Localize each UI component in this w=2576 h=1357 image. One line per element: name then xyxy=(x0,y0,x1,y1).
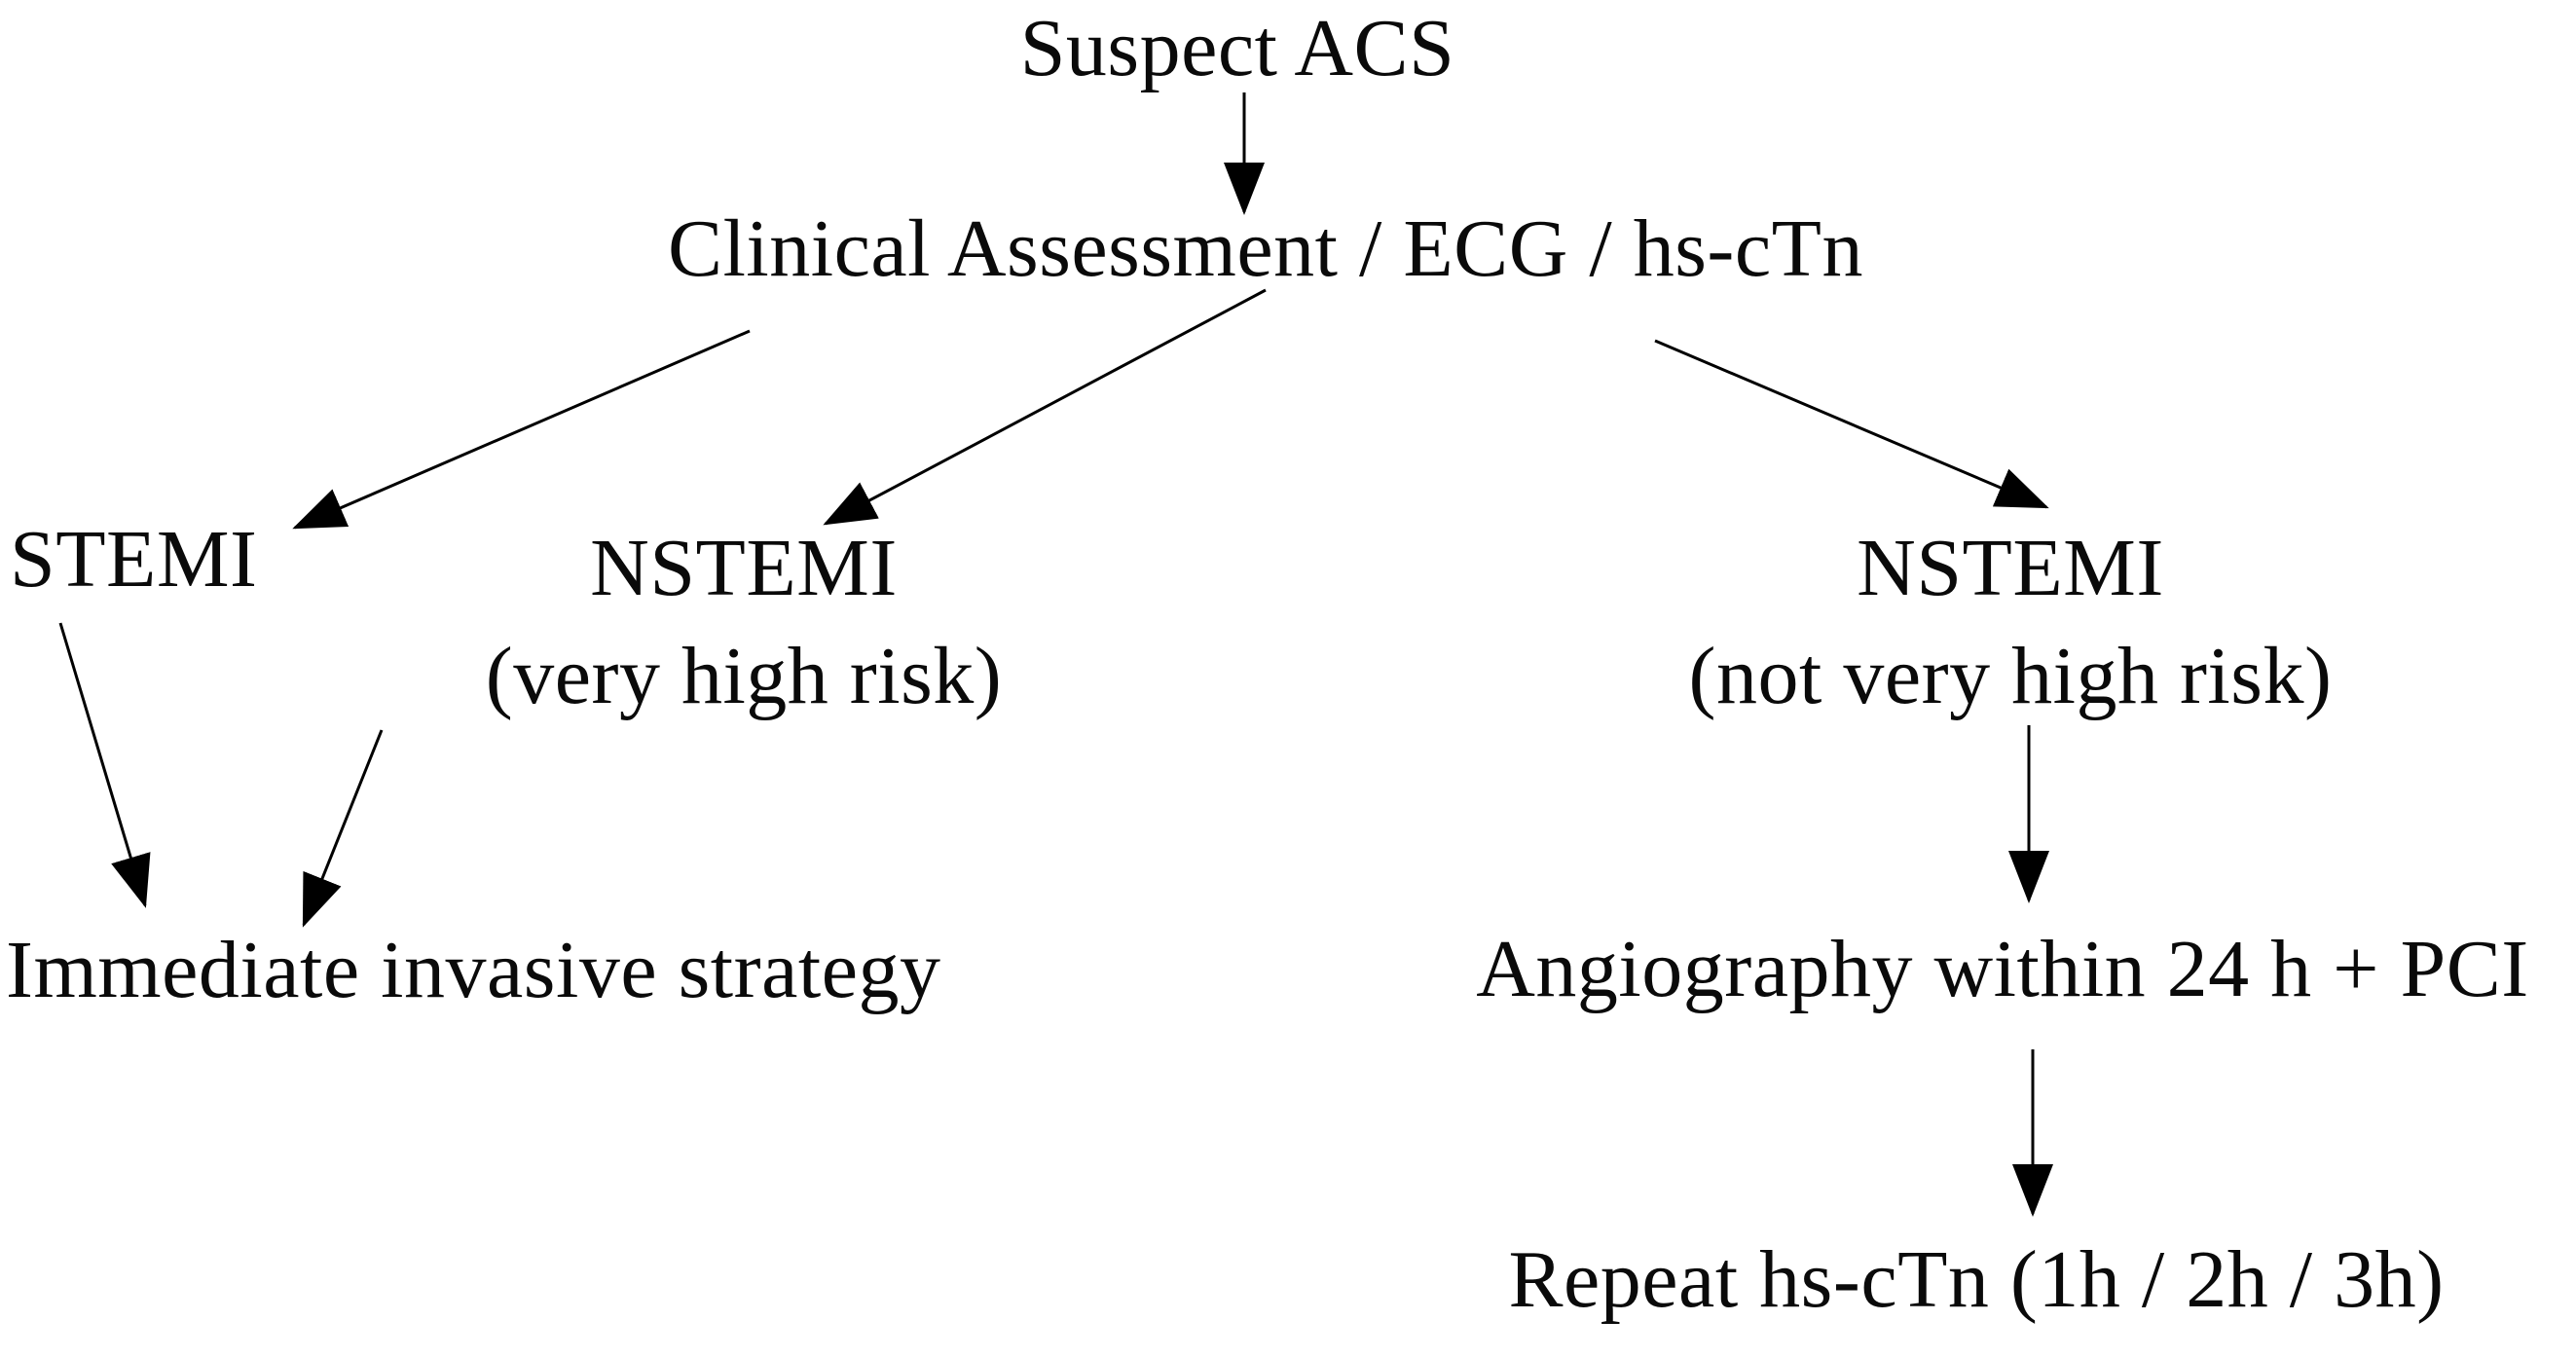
node-nstemi-not-very-high-risk-sublabel: (not very high risk) xyxy=(1688,630,2333,721)
node-nstemi-very-high-risk: NSTEMI (very high risk) xyxy=(486,515,1003,731)
node-angiography-within-24h-pci: Angiography within 24 h + PCI xyxy=(1476,924,2529,1014)
arrow-assessment-to-nstemi-not-very-high-risk xyxy=(1654,339,2049,509)
node-nstemi-not-very-high-risk-label: NSTEMI xyxy=(1857,523,2164,613)
node-immediate-invasive-strategy: Immediate invasive strategy xyxy=(6,925,941,1015)
node-nstemi-very-high-risk-label: NSTEMI xyxy=(590,523,898,613)
arrow-assessment-to-stemi xyxy=(292,329,751,530)
node-repeat-hs-ctn: Repeat hs-cTn (1h / 2h / 3h) xyxy=(1508,1234,2445,1325)
node-nstemi-not-very-high-risk: NSTEMI (not very high risk) xyxy=(1689,515,2333,731)
node-stemi: STEMI xyxy=(10,514,258,605)
arrow-nstemi-very-high-to-immediate-invasive xyxy=(302,729,384,928)
node-nstemi-very-high-risk-sublabel: (very high risk) xyxy=(485,630,1003,721)
node-suspect-acs: Suspect ACS xyxy=(1019,3,1455,93)
node-clinical-assessment-ecg-hs-ctn: Clinical Assessment / ECG / hs-cTn xyxy=(668,203,1863,294)
arrow-stemi-to-immediate-invasive xyxy=(58,622,151,908)
arrow-assessment-to-nstemi-very-high-risk xyxy=(823,288,1267,526)
